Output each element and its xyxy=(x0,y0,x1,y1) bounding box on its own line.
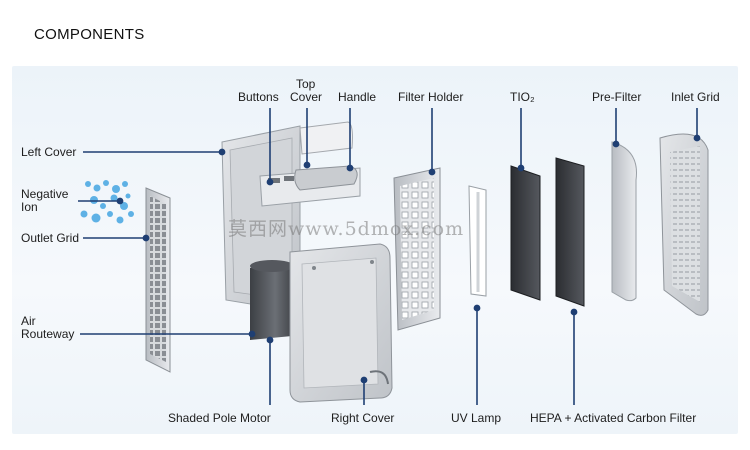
label-top-cover-line2: Cover xyxy=(290,90,323,104)
label-buttons: Buttons xyxy=(238,90,279,104)
label-uv-lamp: UV Lamp xyxy=(451,411,502,425)
uv-lamp-part xyxy=(468,185,487,297)
negative-ion-bubbles xyxy=(80,180,134,224)
label-tio2: TIO₂ xyxy=(510,90,535,104)
motor-part xyxy=(250,260,294,340)
label-negative-ion-line1: Negative xyxy=(21,187,69,201)
right-cover-part xyxy=(289,243,393,403)
leader-lines xyxy=(78,108,701,405)
label-negative-ion-line2: Ion xyxy=(21,200,38,214)
label-hepa-carbon-filter: HEPA + Activated Carbon Filter xyxy=(530,411,697,425)
hepa-filter-part xyxy=(555,157,585,307)
label-left-cover: Left Cover xyxy=(21,145,77,159)
label-top-cover-line1: Top xyxy=(296,77,316,91)
label-handle: Handle xyxy=(338,90,377,104)
top-cover-part xyxy=(259,121,361,207)
pre-filter-part xyxy=(611,141,637,302)
outlet-grid-part xyxy=(145,187,171,373)
tio2-plate-part xyxy=(510,165,541,301)
label-right-cover: Right Cover xyxy=(331,411,395,425)
label-shaded-pole-motor: Shaded Pole Motor xyxy=(168,411,271,425)
page-title: COMPONENTS xyxy=(34,26,145,43)
label-air-routeway-line1: Air xyxy=(21,314,36,328)
label-outlet-grid: Outlet Grid xyxy=(21,231,80,245)
inlet-grid-part xyxy=(659,133,709,316)
label-pre-filter: Pre-Filter xyxy=(592,90,642,104)
label-inlet-grid: Inlet Grid xyxy=(671,90,720,104)
label-air-routeway-line2: Routeway xyxy=(21,327,75,341)
filter-holder-part xyxy=(393,167,441,331)
watermark: 莫西网www.5dmox.com xyxy=(228,218,465,240)
label-filter-holder: Filter Holder xyxy=(398,90,464,104)
